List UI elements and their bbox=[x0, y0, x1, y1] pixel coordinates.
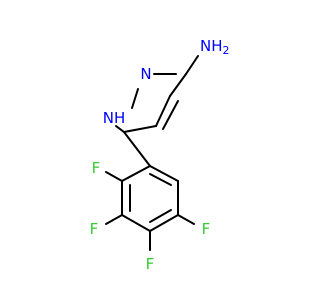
bond-nh-n bbox=[131, 88, 139, 109]
bond-ph-c6-c1 bbox=[149, 165, 179, 182]
atom-f-ortho: F bbox=[92, 159, 101, 177]
atom-n-ring: N bbox=[140, 65, 151, 83]
bond-c5-nh bbox=[115, 125, 125, 133]
bond-ph-c6-c1-double bbox=[149, 173, 172, 186]
bond-n-c3 bbox=[169, 73, 187, 97]
bond-c-f-ortho bbox=[105, 171, 123, 182]
bond-c3-c4 bbox=[155, 95, 171, 127]
bond-c5-phenyl bbox=[123, 131, 151, 167]
bond-ph-c3-c4 bbox=[121, 214, 151, 232]
atom-amine: NH2 bbox=[200, 37, 230, 57]
bond-c3-amine bbox=[185, 55, 199, 75]
bond-c4-c5 bbox=[123, 125, 157, 133]
bond-c-f-meta bbox=[105, 214, 123, 225]
atom-nh-ring: NH bbox=[103, 109, 126, 127]
molecule-diagram: NH2 N NH F F F F bbox=[90, 37, 230, 273]
bond-c3-c4-double bbox=[162, 100, 179, 130]
atom-f-meta: F bbox=[90, 220, 99, 238]
bond-c-f-meta2 bbox=[177, 214, 195, 225]
bond-ph-c1-c2 bbox=[121, 165, 151, 182]
atom-f-para: F bbox=[146, 255, 155, 273]
atom-f-meta2: F bbox=[202, 220, 211, 238]
bond-ph-c4-c5 bbox=[149, 214, 179, 232]
bond-ph-c4-c5-double bbox=[149, 209, 172, 223]
